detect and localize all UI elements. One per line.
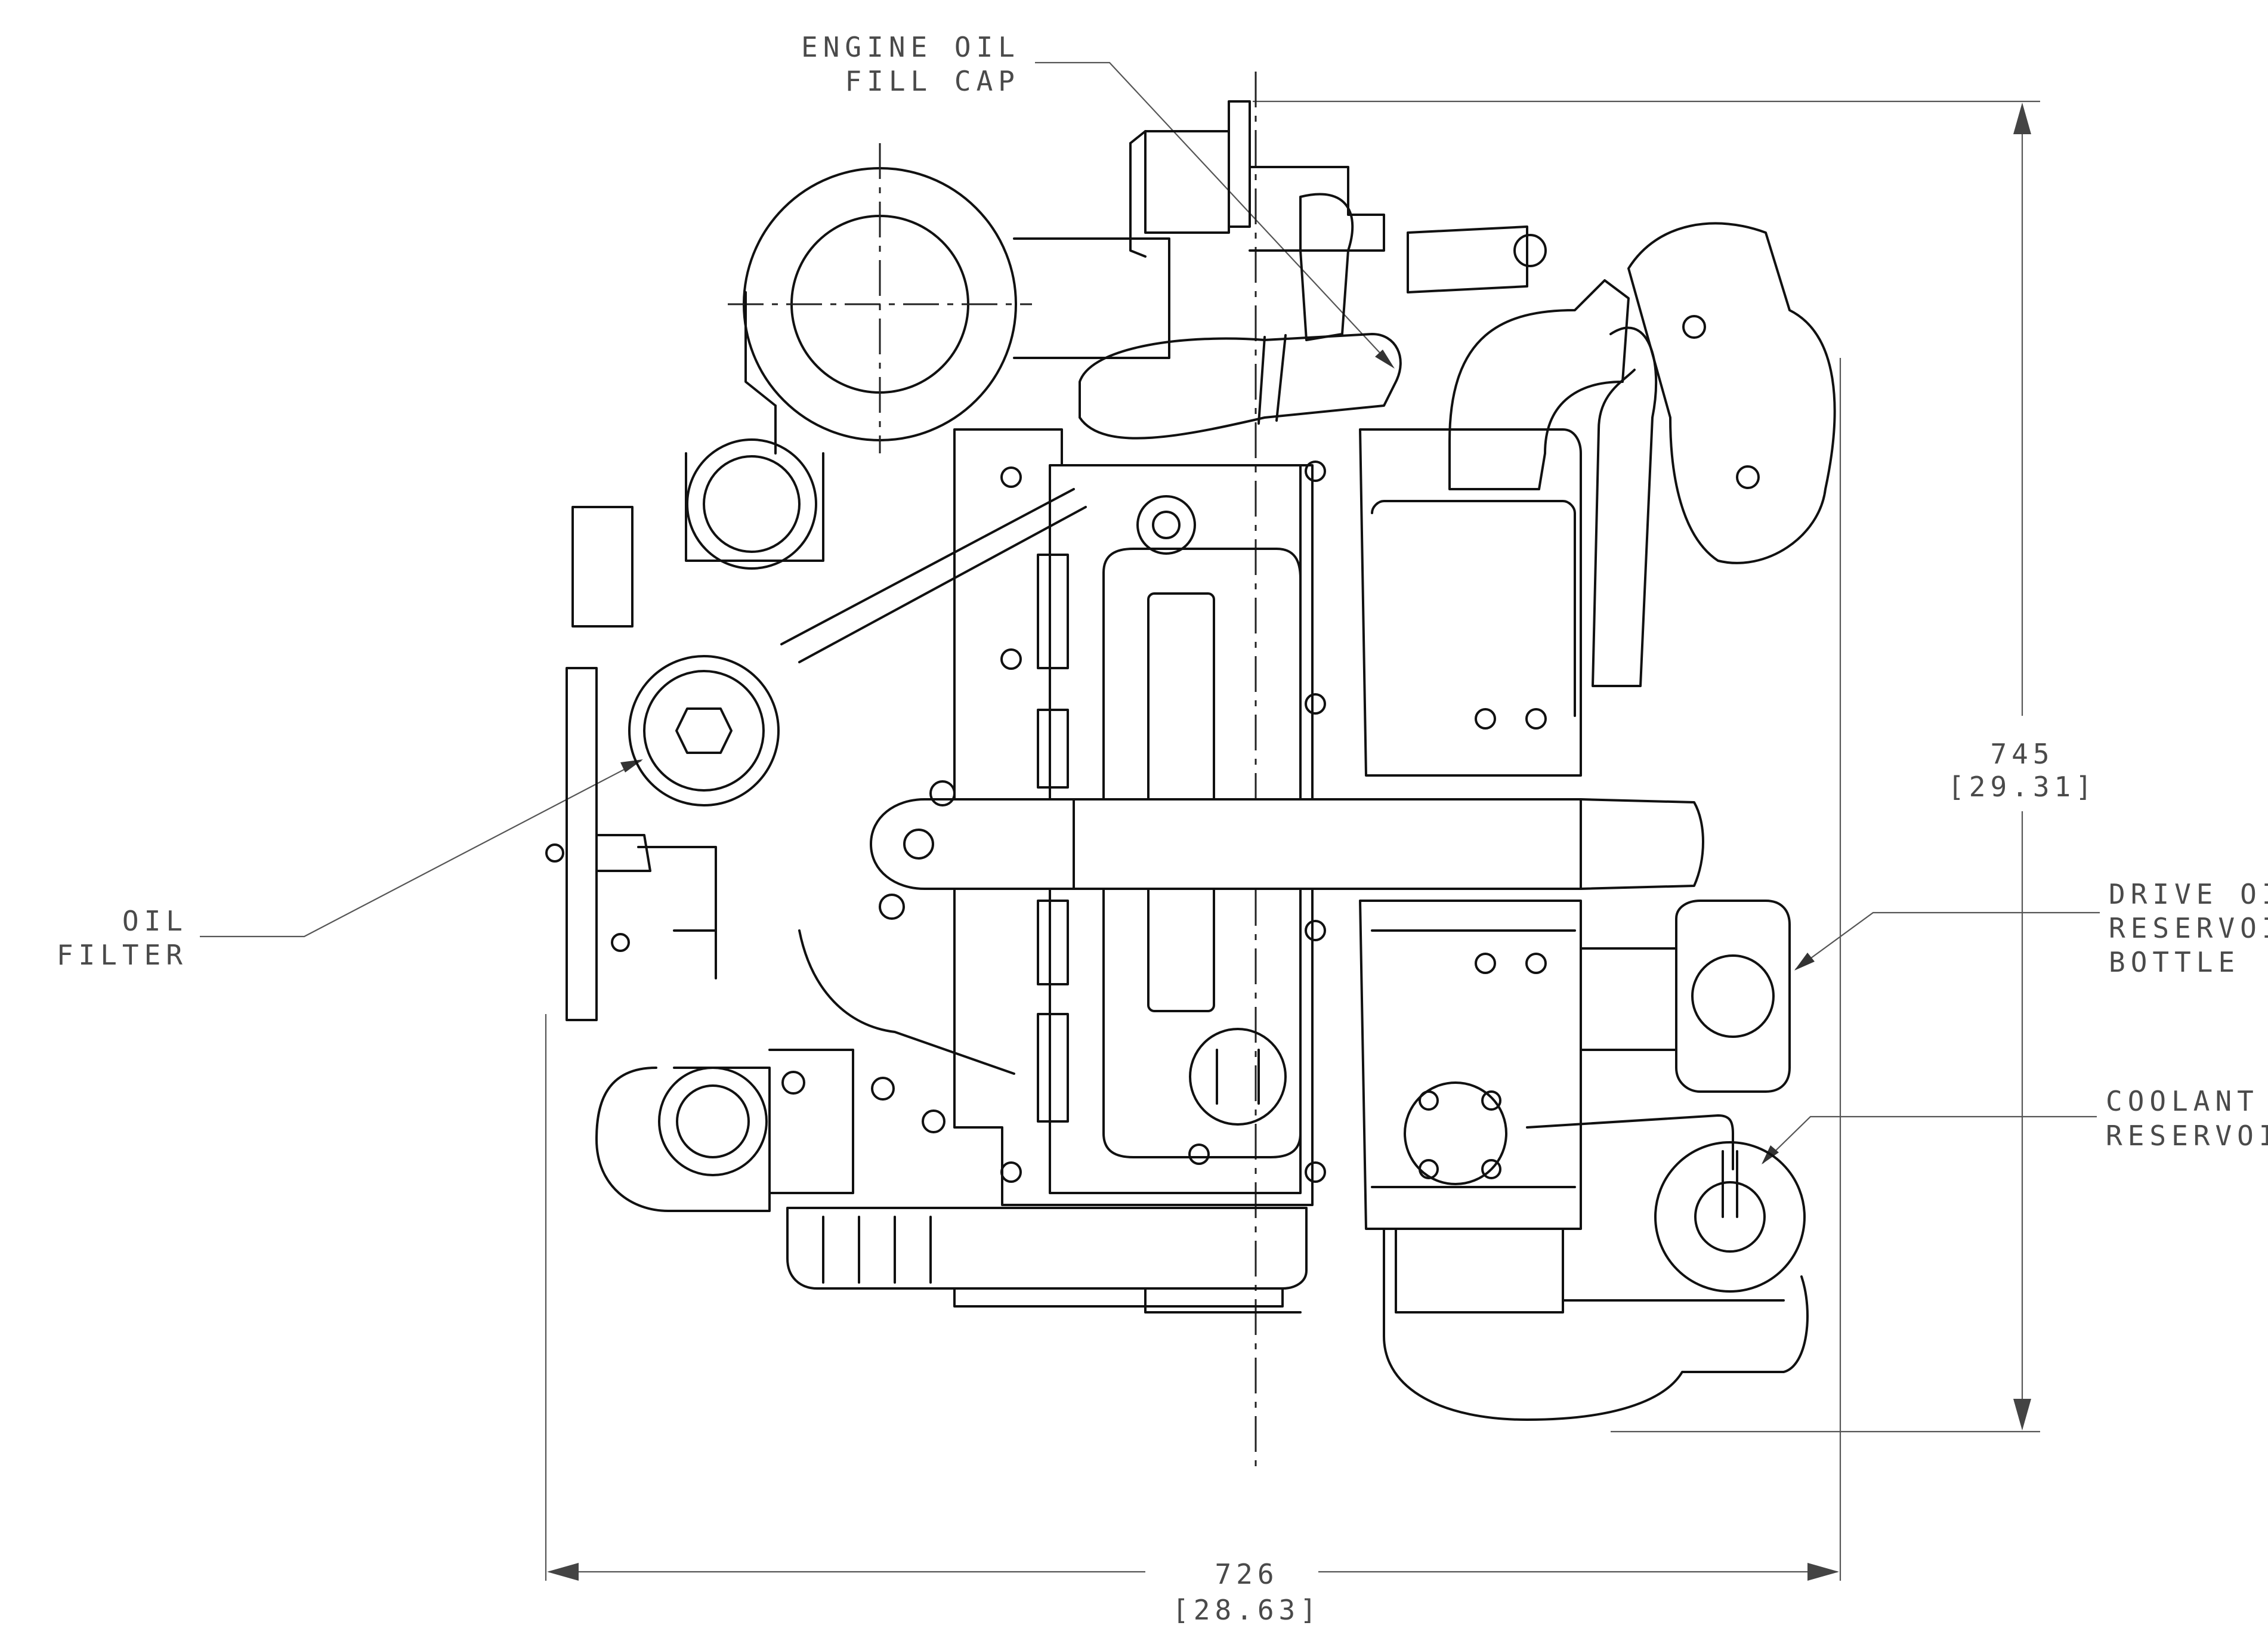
oil-pan bbox=[786, 1207, 1308, 1290]
alternator-pulley bbox=[686, 438, 817, 570]
height-dimension-inches: [29.31] bbox=[1948, 771, 2097, 803]
oil-filter-callout: OIL FILTER bbox=[57, 759, 643, 971]
exhaust-housing bbox=[1627, 222, 1836, 564]
intake-manifold bbox=[870, 798, 1704, 890]
lower-left-hose bbox=[595, 1067, 771, 1212]
oil-line-upper bbox=[780, 488, 1087, 663]
oil-fill-cap bbox=[1189, 1028, 1287, 1126]
coolant-reservoir bbox=[1654, 1141, 1806, 1293]
intake-hose bbox=[1079, 333, 1402, 440]
drive-oil-reservoir-bottle-callout: DRIVE OIL RESERVOIR BOTTLE bbox=[1794, 878, 2268, 978]
oil-filter-nut bbox=[675, 707, 733, 754]
engine-outline bbox=[545, 72, 1836, 1467]
width-dimension-mm: 726 bbox=[1215, 1558, 1278, 1590]
water-pump-pulley bbox=[1404, 1081, 1507, 1185]
drive-oil-reservoir-bottle-label-line3: BOTTLE bbox=[2109, 946, 2240, 978]
cylinder-block bbox=[1359, 428, 1582, 777]
engine-oil-fill-cap-label-line2: FILL CAP bbox=[845, 65, 1020, 97]
width-dimension-inches: [28.63] bbox=[1172, 1594, 1321, 1626]
oil-filter-label-line1: OIL bbox=[122, 905, 188, 937]
width-dimension bbox=[545, 358, 1841, 1581]
crank-pulley bbox=[658, 1067, 768, 1176]
oil-filter-label-line2: FILTER bbox=[57, 939, 188, 971]
valve-cover bbox=[1102, 548, 1302, 1158]
coolant-reservoir-callout: COOLANT RESERVOIR bbox=[1762, 1085, 2268, 1164]
belt-tensioner-arm bbox=[566, 667, 598, 1021]
drive-oil-reservoir-bottle-label-line1: DRIVE OIL bbox=[2109, 878, 2268, 910]
drive-oil-reservoir-bottle-label-line2: RESERVOIR bbox=[2109, 912, 2268, 944]
drive-oil-reservoir-bottle bbox=[1675, 900, 1791, 1093]
turbo-elbow bbox=[1448, 279, 1630, 490]
coolant-reservoir-label-line1: COOLANT bbox=[2106, 1085, 2259, 1117]
oil-line-lower bbox=[798, 929, 1015, 1075]
fill-cap-bracket bbox=[1144, 100, 1251, 234]
coolant-reservoir-label-line2: RESERVOIR bbox=[2106, 1120, 2268, 1152]
exhaust-elbow bbox=[1383, 1228, 1809, 1421]
height-dimension-mm: 745 bbox=[1990, 738, 2054, 770]
oil-filter-body bbox=[628, 655, 780, 806]
engine-oil-fill-cap-callout: ENGINE OIL FILL CAP bbox=[801, 31, 1395, 369]
height-dimension bbox=[1253, 100, 2040, 1433]
cylinder-head bbox=[953, 428, 1314, 1206]
engine-oil-fill-cap-label-line1: ENGINE OIL bbox=[801, 31, 1020, 63]
